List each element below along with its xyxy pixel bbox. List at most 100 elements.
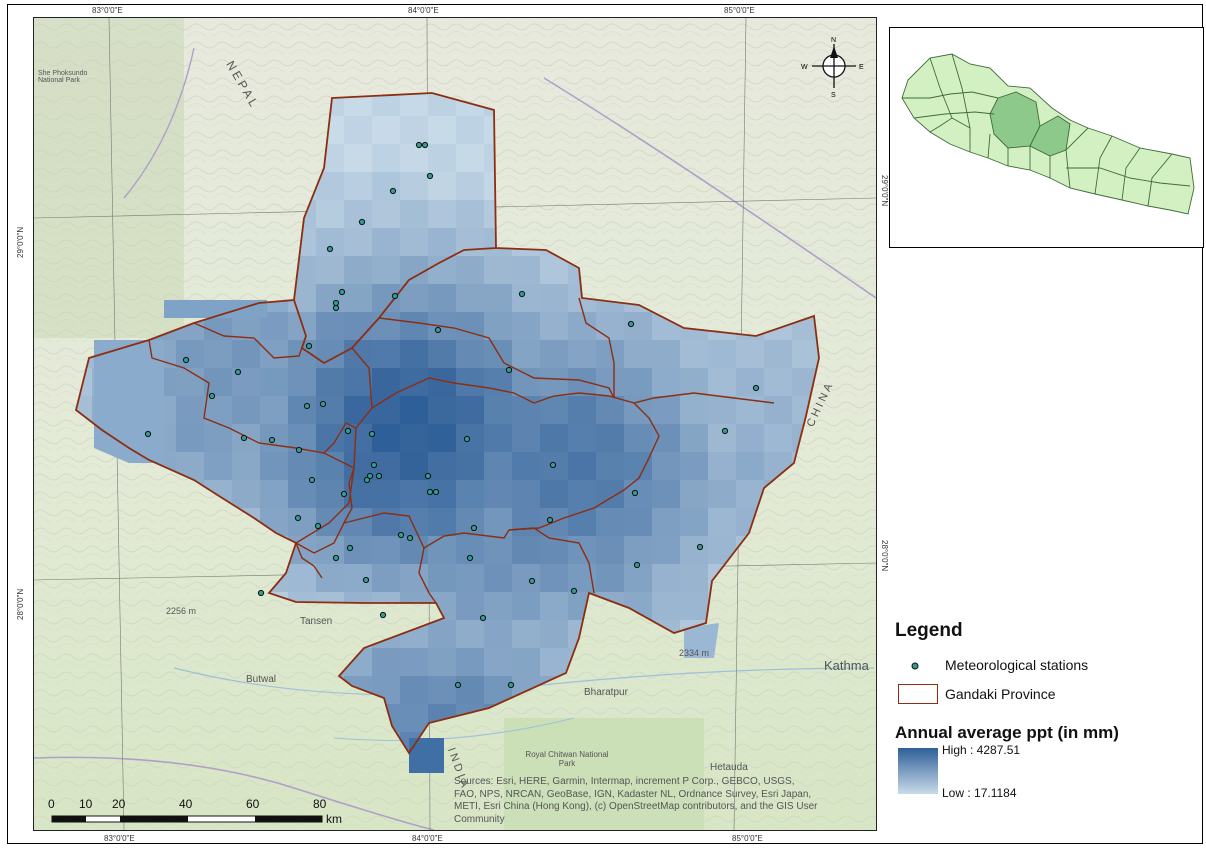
station-marker[interactable] <box>631 489 639 497</box>
scale-bar <box>51 815 323 823</box>
label-elev-2256: 2256 m <box>166 606 197 616</box>
station-marker[interactable] <box>432 488 440 496</box>
station-marker[interactable] <box>332 304 340 312</box>
scale-tick-80: 80 <box>313 797 327 811</box>
station-marker[interactable] <box>570 587 578 595</box>
station-marker[interactable] <box>391 292 399 300</box>
station-marker[interactable] <box>463 435 471 443</box>
province-legend-symbol <box>898 684 938 704</box>
station-marker[interactable] <box>426 172 434 180</box>
coord-bottom-84: 84°0'0"E <box>412 834 443 843</box>
map-canvas: N S E W <box>34 18 876 830</box>
station-marker[interactable] <box>454 681 462 689</box>
station-marker[interactable] <box>295 446 303 454</box>
station-marker[interactable] <box>257 589 265 597</box>
map-layout-frame <box>7 4 1203 844</box>
station-marker[interactable] <box>415 141 423 149</box>
station-marker[interactable] <box>346 544 354 552</box>
station-marker[interactable] <box>434 326 442 334</box>
station-marker[interactable] <box>344 427 352 435</box>
label-kathmandu: Kathma <box>824 658 869 673</box>
inset-locator-map[interactable] <box>889 27 1204 248</box>
station-marker[interactable] <box>363 476 371 484</box>
station-marker[interactable] <box>308 476 316 484</box>
station-marker[interactable] <box>303 402 311 410</box>
station-marker[interactable] <box>144 430 152 438</box>
coord-top-83: 83°0'0"E <box>92 6 123 15</box>
station-marker[interactable] <box>406 534 414 542</box>
legend-ppt-title: Annual average ppt (in mm) <box>895 723 1119 742</box>
station-marker[interactable] <box>319 400 327 408</box>
coord-left-28: 28°0'0"N <box>16 588 25 620</box>
gandaki-province-boundary[interactable] <box>75 92 820 754</box>
credit-line-2: FAO, NPS, NRCAN, GeoBase, IGN, Kadaster … <box>454 788 812 800</box>
coord-left-29: 29°0'0"N <box>16 226 25 258</box>
station-marker[interactable] <box>528 577 536 585</box>
label-tansen: Tansen <box>300 616 333 627</box>
station-marker[interactable] <box>208 392 216 400</box>
station-marker[interactable] <box>389 187 397 195</box>
meteorological-stations[interactable] <box>144 141 760 689</box>
west-label: W <box>801 64 808 71</box>
station-marker[interactable] <box>268 436 276 444</box>
station-marker[interactable] <box>375 472 383 480</box>
station-marker[interactable] <box>379 611 387 619</box>
station-marker[interactable] <box>338 288 346 296</box>
station-marker[interactable] <box>326 245 334 253</box>
scale-tick-40: 40 <box>179 797 193 811</box>
station-marker[interactable] <box>397 531 405 539</box>
station-marker[interactable] <box>370 461 378 469</box>
station-marker[interactable] <box>518 290 526 298</box>
station-marker[interactable] <box>424 472 432 480</box>
station-marker[interactable] <box>470 524 478 532</box>
station-marker[interactable] <box>332 554 340 562</box>
legend-province-label: Gandaki Province <box>945 686 1056 702</box>
scale-tick-0: 0 <box>48 797 55 811</box>
station-marker[interactable] <box>366 472 374 480</box>
credit-line-3: METI, Esri China (Hong Kong), (c) OpenSt… <box>454 801 818 812</box>
north-arrow: N S E W <box>801 37 864 99</box>
station-marker[interactable] <box>466 554 474 562</box>
coord-bottom-85: 85°0'0"E <box>732 834 763 843</box>
station-marker[interactable] <box>234 368 242 376</box>
station-marker[interactable] <box>368 430 376 438</box>
legend-stations-label: Meteorological stations <box>945 657 1089 673</box>
station-marker[interactable] <box>426 488 434 496</box>
main-map[interactable]: N S E W NEPAL CHINA INDIA Tansen Butwal … <box>33 17 877 831</box>
station-marker[interactable] <box>507 681 515 689</box>
station-marker[interactable] <box>721 427 729 435</box>
station-marker[interactable] <box>305 342 313 350</box>
coord-bottom-83: 83°0'0"E <box>104 834 135 843</box>
legend-low-label: Low : 17.1184 <box>942 786 1017 800</box>
station-marker[interactable] <box>314 522 322 530</box>
label-phoksundo: She Phoksundo National Park <box>38 70 88 84</box>
station-marker[interactable] <box>294 514 302 522</box>
station-marker[interactable] <box>549 461 557 469</box>
label-hetauda: Hetauda <box>710 762 748 773</box>
scale-unit: km <box>326 812 342 826</box>
station-marker[interactable] <box>633 561 641 569</box>
coord-right-29: 29°0'0"N <box>880 175 889 207</box>
station-marker[interactable] <box>340 490 348 498</box>
station-marker[interactable] <box>421 141 429 149</box>
scale-tick-10: 10 <box>79 797 93 811</box>
south-label: S <box>831 92 836 99</box>
label-elev-2334: 2334 m <box>679 648 710 658</box>
legend-high-label: High : 4287.51 <box>942 743 1021 757</box>
station-marker[interactable] <box>240 434 248 442</box>
station-marker[interactable] <box>546 516 554 524</box>
station-marker[interactable] <box>362 576 370 584</box>
inset-map-canvas <box>901 53 1195 215</box>
station-marker[interactable] <box>479 614 487 622</box>
station-marker[interactable] <box>696 543 704 551</box>
scale-tick-20: 20 <box>112 797 126 811</box>
label-chitwan: Royal Chitwan National Park <box>525 750 609 768</box>
station-marker[interactable] <box>627 320 635 328</box>
station-marker[interactable] <box>505 366 513 374</box>
station-marker[interactable] <box>332 299 340 307</box>
station-marker[interactable] <box>358 218 366 226</box>
label-butwal: Butwal <box>246 674 277 685</box>
credit-line-4: Community <box>454 813 505 825</box>
station-marker[interactable] <box>182 356 190 364</box>
station-marker[interactable] <box>752 384 760 392</box>
